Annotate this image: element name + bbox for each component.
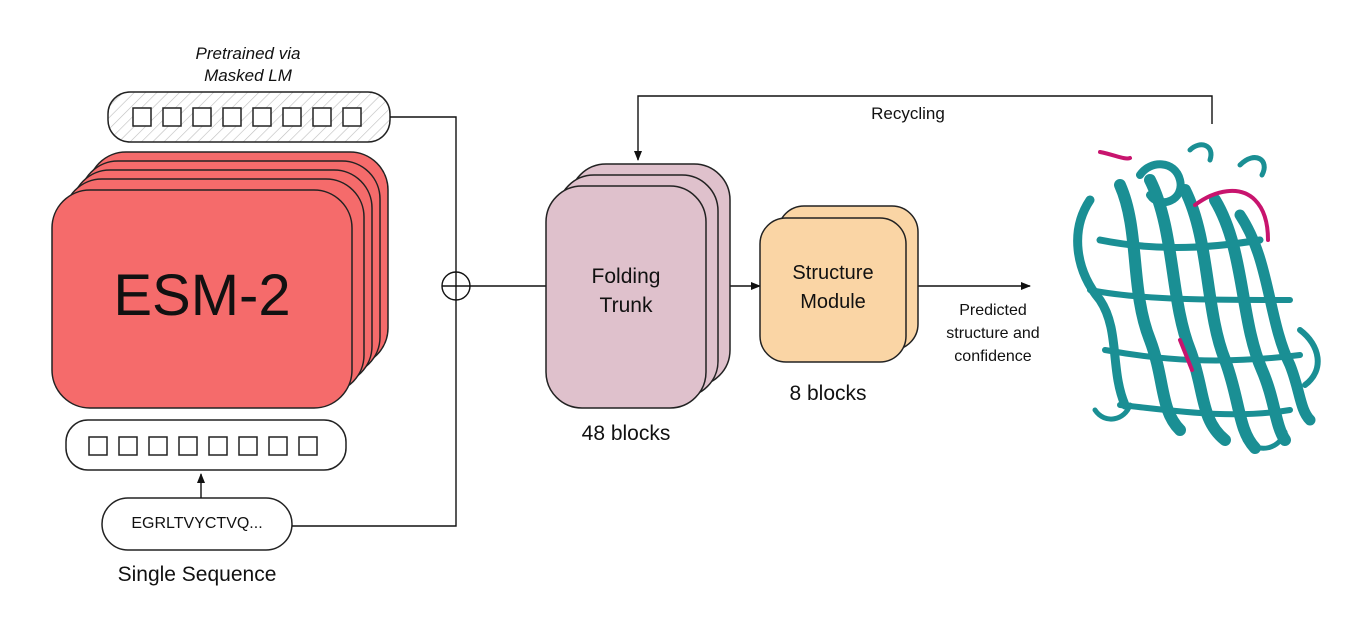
masked-lm-token-box (107, 91, 391, 143)
sum-node (441, 271, 471, 301)
structure-module-blocks: 8 blocks (789, 382, 867, 405)
recycling-label: Recycling (871, 104, 945, 123)
protein-structure-image (1073, 142, 1321, 454)
folding-trunk-label-line2: Trunk (599, 294, 653, 317)
folding-trunk-label-line1: Folding (591, 265, 661, 288)
output-label-line3: confidence (954, 348, 1032, 365)
structure-module-stack (759, 205, 919, 363)
connector-lines (197, 95, 1213, 527)
single-sequence-caption: Single Sequence (117, 563, 277, 586)
structure-module-label-line1: Structure (792, 262, 874, 284)
sequence-input-pill (101, 497, 293, 551)
embedding-token-box (65, 419, 347, 471)
structure-module-label-line2: Module (800, 291, 866, 313)
output-label-line2: structure and (946, 325, 1040, 342)
esm2-stack (51, 151, 389, 409)
sequence-text: EGRLTVYCTVQ... (131, 515, 263, 532)
pretrained-label-line2: Masked LM (204, 66, 292, 85)
output-label-line1: Predicted (959, 302, 1027, 319)
folding-trunk-stack (545, 163, 731, 409)
folding-trunk-blocks: 48 blocks (581, 422, 671, 445)
esm2-title: ESM-2 (113, 263, 291, 328)
pretrained-label-line1: Pretrained via (195, 44, 301, 63)
